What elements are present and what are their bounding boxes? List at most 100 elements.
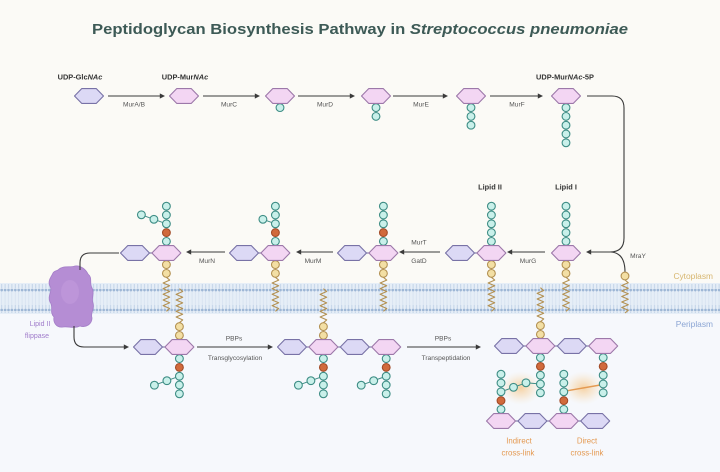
structure-lipid-ii bbox=[444, 201, 507, 312]
murnac-sugar-hexagon bbox=[368, 245, 399, 261]
glutamate-residue bbox=[318, 362, 328, 372]
amino-acid-residue bbox=[136, 210, 146, 220]
arrow-mura-b-head bbox=[159, 93, 165, 99]
structure-udp-murnac-2p bbox=[360, 88, 392, 121]
molecule-structures bbox=[73, 88, 630, 429]
arrow-murt-gatd-head bbox=[399, 249, 405, 255]
arrow-from-flippase bbox=[73, 326, 126, 348]
glutamate-residue bbox=[496, 396, 506, 406]
amino-acid-residue bbox=[486, 210, 496, 220]
crosslink-glow-layer bbox=[499, 370, 605, 405]
enzyme-label-murc: MurC bbox=[221, 102, 237, 109]
amino-acid-residue bbox=[381, 371, 391, 381]
membrane-outer-leaflet-heads bbox=[0, 284, 720, 292]
amino-acid-residue bbox=[496, 387, 506, 397]
structure-udp-murnac bbox=[168, 88, 200, 104]
enzyme-label-murd: MurD bbox=[317, 102, 333, 109]
amino-acid-residue bbox=[174, 380, 184, 390]
structure-udp-murnac-5p bbox=[550, 88, 582, 148]
structure-lipid-ii-bridge-1 bbox=[228, 201, 291, 312]
amino-acid-residue bbox=[306, 376, 316, 386]
amino-acid-residue bbox=[598, 388, 608, 398]
amino-acid-residue bbox=[293, 380, 303, 390]
murnac-sugar-hexagon bbox=[151, 245, 182, 261]
structure-lipid-ii-amidated bbox=[336, 201, 399, 312]
amino-acid-residue bbox=[381, 354, 391, 364]
cytoplasm-region bbox=[0, 0, 720, 284]
phosphate-group bbox=[174, 322, 184, 332]
amino-acid-residue bbox=[559, 369, 569, 379]
amino-acid-residue bbox=[161, 210, 171, 220]
undecaprenyl-lipid-chain bbox=[175, 288, 184, 324]
amino-acid-residue bbox=[561, 219, 571, 229]
murnac-sugar-hexagon bbox=[360, 88, 392, 104]
amino-acid-residue bbox=[486, 228, 496, 238]
phosphate-group bbox=[161, 260, 171, 270]
undecaprenyl-phosphate-carrier bbox=[620, 271, 630, 314]
phosphate-group bbox=[378, 268, 388, 278]
phosphate-group bbox=[486, 268, 496, 278]
flippase-highlight bbox=[61, 280, 79, 304]
arrow-mray bbox=[587, 95, 625, 253]
arrow-murm-head bbox=[296, 249, 302, 255]
arrow-mray-head bbox=[586, 249, 592, 255]
amino-acid-residue bbox=[270, 201, 280, 211]
glutamate-residue bbox=[174, 362, 184, 372]
murnac-sugar-hexagon bbox=[455, 88, 487, 104]
amino-acid-residue bbox=[561, 120, 571, 130]
amino-acid-residue bbox=[174, 389, 184, 399]
amino-acid-residue bbox=[270, 219, 280, 229]
enzyme-label-pbps-transpeptidation: PBPs bbox=[435, 336, 452, 343]
amino-acid-residue bbox=[174, 354, 184, 364]
glcnac-sugar-hexagon bbox=[444, 245, 476, 261]
label-part: UDP-Mur bbox=[536, 73, 568, 82]
murnac-sugar-hexagon bbox=[525, 338, 556, 354]
label-lipid-ii: Lipid II bbox=[478, 183, 502, 192]
label-part: UDP-Glc bbox=[58, 73, 88, 82]
title-text: Peptidoglycan Biosynthesis Pathway in bbox=[92, 21, 410, 38]
label-part-italic: NAc bbox=[568, 73, 583, 82]
amino-acid-residue bbox=[466, 120, 476, 130]
murnac-sugar-hexagon bbox=[550, 245, 582, 261]
undecaprenyl-lipid-chain bbox=[562, 276, 570, 312]
undecaprenyl-lipid-chain bbox=[621, 279, 629, 314]
indirect-crosslink-label-line1: Indirect bbox=[506, 437, 532, 446]
amino-acid-residue bbox=[486, 219, 496, 229]
glcnac-sugar-hexagon bbox=[580, 413, 611, 429]
enzyme-label-mura-b: MurA/B bbox=[123, 102, 146, 109]
label-part-italic: NAc bbox=[88, 73, 103, 82]
flippase-label-line1: Lipid II bbox=[30, 321, 51, 328]
glutamate-residue bbox=[161, 228, 171, 238]
label-udp-glcnac: UDP-GlcNAc bbox=[58, 73, 103, 82]
structure-cross-linked-peptidoglycan bbox=[485, 287, 619, 429]
amino-acid-residue bbox=[486, 236, 496, 246]
murnac-sugar-hexagon bbox=[371, 339, 402, 355]
murnac-sugar-hexagon bbox=[260, 245, 291, 261]
amino-acid-residue bbox=[149, 380, 159, 390]
enzyme-label-murm: MurM bbox=[305, 258, 322, 265]
amino-acid-residue bbox=[535, 370, 545, 380]
amino-acid-residue bbox=[270, 236, 280, 246]
phosphate-group bbox=[378, 260, 388, 270]
amino-acid-residue bbox=[561, 111, 571, 121]
undecaprenyl-lipid-chain bbox=[536, 287, 545, 323]
amino-acid-residue bbox=[378, 236, 388, 246]
undecaprenyl-lipid-chain bbox=[162, 276, 171, 312]
reaction-arrows bbox=[73, 93, 626, 350]
murnac-sugar-hexagon bbox=[588, 338, 619, 354]
cell-membrane bbox=[0, 283, 720, 314]
undecaprenyl-lipid-chain bbox=[271, 276, 280, 312]
amino-acid-residue bbox=[561, 129, 571, 139]
amino-acid-residue bbox=[318, 371, 328, 381]
amino-acid-residue bbox=[561, 138, 571, 148]
label-part-italic: NAc bbox=[193, 73, 208, 82]
cytoplasm-label: Cytoplasm bbox=[673, 271, 713, 281]
arrow-murf-head bbox=[537, 93, 543, 99]
glcnac-sugar-hexagon bbox=[119, 245, 151, 261]
reaction-label-transglycosylation: Transglycosylation bbox=[208, 355, 263, 362]
murnac-sugar-hexagon bbox=[264, 88, 296, 104]
direct-crosslink-label-line1: Direct bbox=[577, 437, 598, 446]
direct-crosslink-label-line2: cross-link bbox=[571, 449, 604, 458]
phosphate-group bbox=[620, 271, 630, 281]
enzyme-label-murt: MurT bbox=[411, 240, 426, 247]
